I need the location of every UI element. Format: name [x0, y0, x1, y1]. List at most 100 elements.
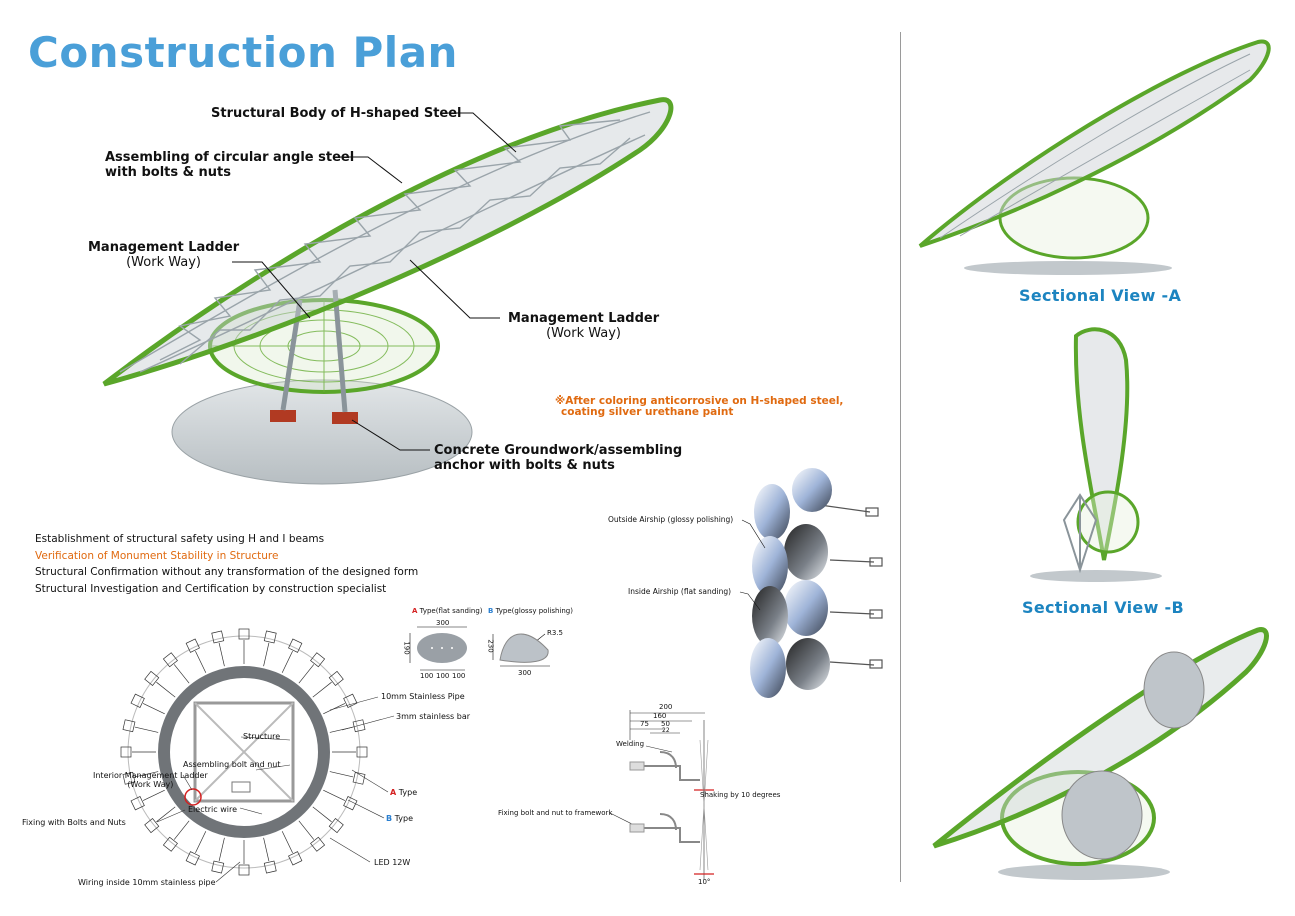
- airship-panel: [752, 586, 788, 646]
- plan-spoke: [281, 650, 293, 673]
- list-item: Structural Confirmation without any tran…: [35, 566, 419, 578]
- plan-panel-mount: [122, 771, 136, 785]
- plan-panel-mount: [352, 771, 366, 785]
- label-a-type: A Type: [390, 788, 417, 797]
- section-c-airship-lower: [1061, 770, 1143, 860]
- label-b-type: B Type: [386, 814, 413, 823]
- callout-groundwork: Concrete Groundwork/assembling anchor wi…: [434, 443, 682, 473]
- section-c-airship-upper: [1143, 651, 1205, 729]
- plan-spoke: [173, 820, 190, 840]
- plan-panel-mount: [162, 652, 178, 668]
- plan-panel-mount: [310, 652, 326, 668]
- plan-spoke: [312, 681, 332, 698]
- dim-b-width: 300: [518, 669, 532, 677]
- b-type-letter: B: [386, 814, 393, 823]
- plan-panel-mount: [356, 746, 368, 758]
- callout-ladder-right: Management Ladder (Work Way): [508, 311, 659, 341]
- plan-panel-mount: [238, 864, 250, 876]
- label-shaking: Shaking by 10 degrees: [700, 791, 781, 799]
- callout-line: Assembling of circular angle steel: [105, 150, 355, 165]
- label-wiring: Wiring inside 10mm stainless pipe: [78, 878, 216, 887]
- plan-panel-mount: [263, 630, 277, 644]
- plan-panel-mount: [263, 860, 277, 874]
- dim-detail-200: 200: [659, 703, 673, 711]
- section-a-base: [964, 261, 1172, 275]
- dim-a-spacing-1: 100: [420, 672, 434, 680]
- dim-a-width: 300: [436, 619, 450, 627]
- type-b-panel: [499, 633, 549, 663]
- callout-line: with bolts & nuts: [105, 165, 231, 180]
- plan-panel-mount: [343, 796, 358, 811]
- structure-square: [193, 701, 295, 803]
- plan-spoke: [218, 837, 225, 862]
- label-structure: Structure: [243, 732, 281, 741]
- plan-panel-mount: [343, 693, 358, 708]
- label-welding: Welding: [616, 740, 645, 748]
- label-stainless-pipe: 10mm Stainless Pipe: [381, 692, 465, 701]
- airship-panel: [752, 536, 788, 596]
- callout-line: (Work Way): [126, 255, 201, 270]
- callout-line: Management Ladder: [508, 311, 660, 326]
- plan-panel-mount: [310, 836, 326, 852]
- airship-panel: [792, 468, 832, 512]
- plan-panel-mount: [122, 719, 136, 733]
- plan-panel-mount: [288, 851, 303, 866]
- plan-spoke: [298, 820, 315, 840]
- section-b-leaf: [1073, 327, 1130, 561]
- label-line: (Work Way): [127, 780, 174, 789]
- anchor-block: [332, 412, 358, 424]
- plan-spoke: [142, 789, 165, 801]
- type-b-caption: B Type(glossy polishing): [488, 607, 573, 615]
- section-b-base: [1030, 570, 1162, 582]
- plan-spoke: [156, 681, 176, 698]
- dim-detail-75: 75: [640, 720, 649, 728]
- plan-panel-mount: [130, 796, 145, 811]
- outer-ring: [158, 666, 330, 838]
- section-a-leaf: [918, 39, 1271, 248]
- plan-panel-mount: [162, 836, 178, 852]
- plan-panel-mount: [328, 818, 344, 834]
- callout-line: Management Ladder: [88, 240, 240, 255]
- airship-panel: [784, 580, 828, 636]
- label-led: LED 12W: [374, 858, 411, 867]
- label-electric-wire: Electric wire: [188, 805, 237, 814]
- plan-panel-mount: [211, 630, 225, 644]
- section-view-a-title: Sectional View -A: [1019, 286, 1182, 305]
- plan-spoke: [173, 664, 190, 684]
- label-assembling-bolt: Assembling bolt and nut: [183, 760, 281, 769]
- vertical-divider: [900, 32, 901, 882]
- airship-panel: [784, 524, 828, 580]
- plan-spoke: [218, 642, 225, 667]
- dim-detail-160: 160: [653, 712, 667, 720]
- callout-line: anchor with bolts & nuts: [434, 458, 615, 473]
- a-type-word: Type: [398, 788, 418, 797]
- type-a-label: Type(flat sanding): [419, 607, 483, 615]
- callout-line: Concrete Groundwork/assembling: [434, 443, 683, 458]
- label-fixing-bolts: Fixing with Bolts and Nuts: [22, 818, 126, 827]
- dim-detail-50: 50: [661, 720, 670, 728]
- plan-spoke: [298, 664, 315, 684]
- dim-detail-22: 22: [662, 727, 670, 734]
- plan-panel-mount: [288, 638, 303, 653]
- list-item: Verification of Monument Stability in St…: [35, 549, 279, 562]
- callout-ladder-left: Management Ladder (Work Way): [88, 240, 239, 270]
- plan-spoke: [329, 771, 354, 778]
- a-type-letter: A: [390, 788, 397, 797]
- b-type-word: Type: [394, 814, 414, 823]
- label-interior-ladder: Interior Management Ladder (Work Way): [93, 771, 208, 789]
- page-title: Construction Plan: [28, 28, 458, 77]
- plan-spoke: [281, 831, 293, 854]
- section-c-base: [998, 864, 1170, 880]
- section-b-lower-frame: [1076, 490, 1140, 554]
- plan-panel-mount: [185, 851, 200, 866]
- list-item: Establishment of structural safety using…: [35, 533, 325, 545]
- plan-spoke: [156, 806, 176, 823]
- plan-spoke: [195, 831, 207, 854]
- plan-spoke: [263, 837, 270, 862]
- callout-structural-body: Structural Body of H-shaped Steel: [211, 106, 462, 121]
